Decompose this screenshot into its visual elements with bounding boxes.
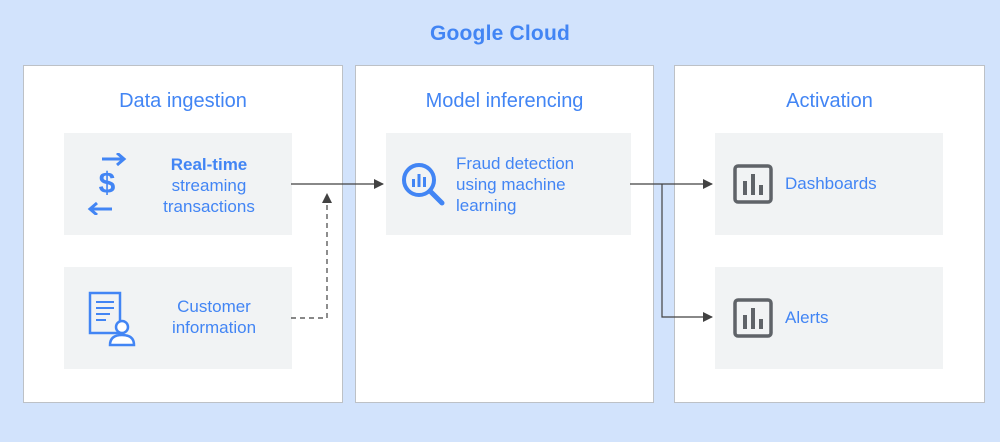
model-inferencing-title: Model inferencing [425, 90, 584, 112]
bar-chart-icon [733, 164, 773, 204]
dashboards-label: Dashboards [785, 174, 877, 193]
alerts-card: Alerts [715, 267, 943, 369]
dashboards-card: Dashboards [715, 133, 943, 235]
fraud-detection-label: Fraud detection using machine learning [456, 153, 626, 216]
transactions-label-line1: Real-time [170, 155, 248, 174]
activation-panel: Activation Dashboards Alerts [674, 65, 985, 403]
fraud-label-line2: using machine [456, 175, 566, 194]
transactions-card: $ Real-time streaming transactions [64, 133, 292, 235]
customer-document-icon [88, 291, 136, 347]
diagram-title: Google Cloud [429, 22, 571, 45]
bar-chart-icon [733, 298, 773, 338]
data-ingestion-panel: Data ingestion $ Real-time streaming tra… [23, 65, 343, 403]
customer-card: Customer information [64, 267, 292, 369]
customer-label-line1: Customer [177, 297, 251, 316]
activation-title: Activation [786, 90, 873, 112]
customer-label: Customer information [149, 296, 279, 338]
customer-label-line2: information [171, 318, 257, 337]
fraud-detection-card: Fraud detection using machine learning [386, 133, 631, 235]
svg-text:$: $ [99, 167, 116, 200]
fraud-label-line3: learning [456, 196, 517, 215]
alerts-label: Alerts [785, 308, 829, 327]
bigquery-icon [402, 163, 445, 206]
transactions-label-line3: transactions [163, 197, 255, 216]
transactions-label-line2: streaming [171, 176, 247, 195]
transactions-label: Real-time streaming transactions [149, 154, 269, 217]
model-inferencing-panel: Model inferencing Fraud detection using … [355, 65, 654, 403]
data-ingestion-title: Data ingestion [119, 90, 247, 112]
fraud-label-line1: Fraud detection [456, 154, 575, 173]
dollar-transfer-icon: $ [87, 153, 127, 215]
